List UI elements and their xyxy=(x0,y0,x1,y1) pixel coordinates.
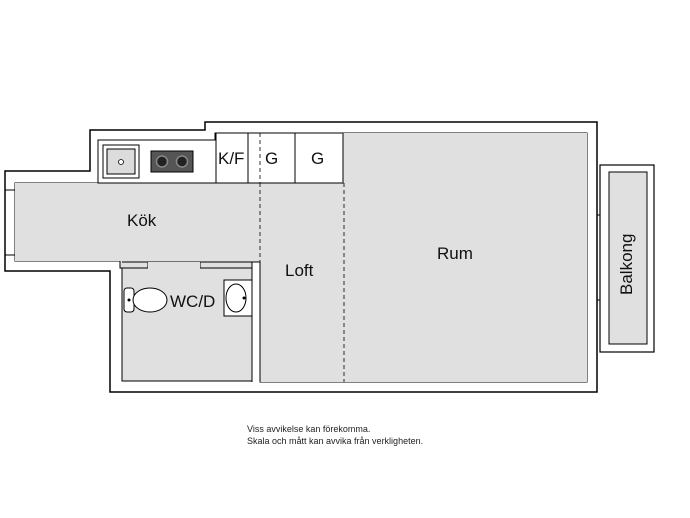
room-label-kok: Kök xyxy=(127,211,157,230)
label-g2: G xyxy=(311,149,324,168)
burner-icon xyxy=(175,155,189,168)
disclaimer-line: Skala och mått kan avvika från verklighe… xyxy=(247,436,424,446)
label-g1: G xyxy=(265,149,278,168)
balcony-floor xyxy=(608,171,648,345)
toilet-icon xyxy=(123,287,168,313)
fridge-freezer-unit xyxy=(215,132,249,184)
room-label-wc: WC/D xyxy=(170,292,215,311)
label-kf: K/F xyxy=(218,149,244,168)
room-label-rum: Rum xyxy=(437,244,473,263)
wardrobe-unit xyxy=(247,132,296,184)
burner-icon xyxy=(155,155,169,168)
kitchen-floor xyxy=(15,183,260,261)
wardrobe-unit xyxy=(294,132,344,184)
rum-floor-top xyxy=(343,133,587,183)
disclaimer-line: Viss avvikelse kan förekomma. xyxy=(247,424,371,434)
washbasin-icon xyxy=(223,279,253,317)
wc-door-gap xyxy=(148,262,200,270)
disclaimer: Viss avvikelse kan förekomma. Skala och … xyxy=(247,423,423,447)
drain-icon xyxy=(118,159,124,165)
room-label-loft: Loft xyxy=(285,261,314,280)
loft-rum-floor xyxy=(260,183,587,382)
room-label-balkong: Balkong xyxy=(617,234,636,295)
